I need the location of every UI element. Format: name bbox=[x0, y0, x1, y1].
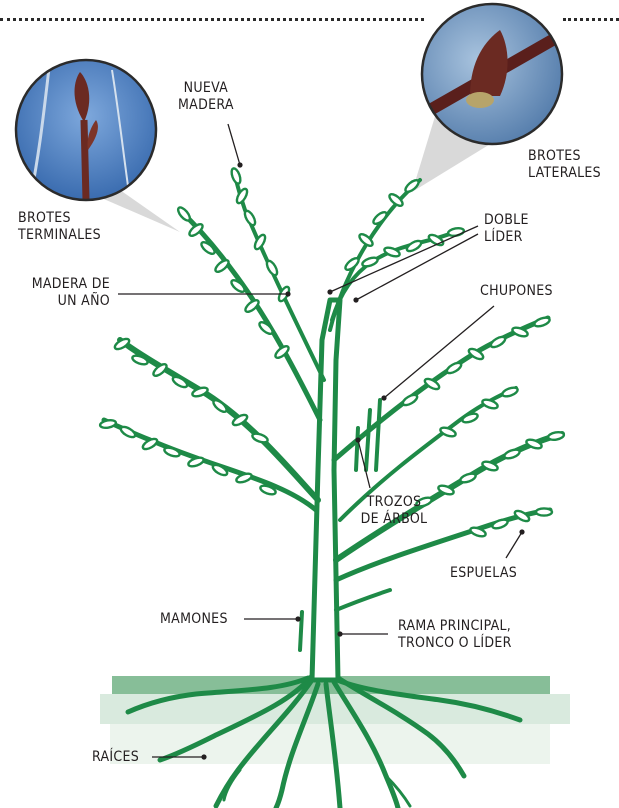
label-rama-principal: RAMA PRINCIPAL, TRONCO O LÍDER bbox=[398, 618, 512, 652]
label-doble-lider: DOBLE LÍDER bbox=[484, 212, 529, 246]
trunk bbox=[312, 300, 340, 680]
label-brotes-terminales: BROTES TERMINALES bbox=[18, 210, 101, 244]
terminal-bud-photo bbox=[16, 60, 156, 200]
label-trozos-de-arbol: TROZOS DE ÁRBOL bbox=[350, 494, 438, 528]
label-espuelas: ESPUELAS bbox=[450, 565, 517, 582]
label-brotes-laterales: BROTES LATERALES bbox=[528, 148, 601, 182]
label-nueva-madera: NUEVA MADERA bbox=[178, 80, 234, 114]
label-chupones: CHUPONES bbox=[480, 283, 553, 300]
lateral-bud-photo bbox=[422, 4, 570, 144]
label-mamones: MAMONES bbox=[160, 611, 228, 628]
label-raices: RAÍCES bbox=[92, 749, 139, 766]
label-madera-de-un-ano: MADERA DE UN AÑO bbox=[18, 276, 110, 310]
